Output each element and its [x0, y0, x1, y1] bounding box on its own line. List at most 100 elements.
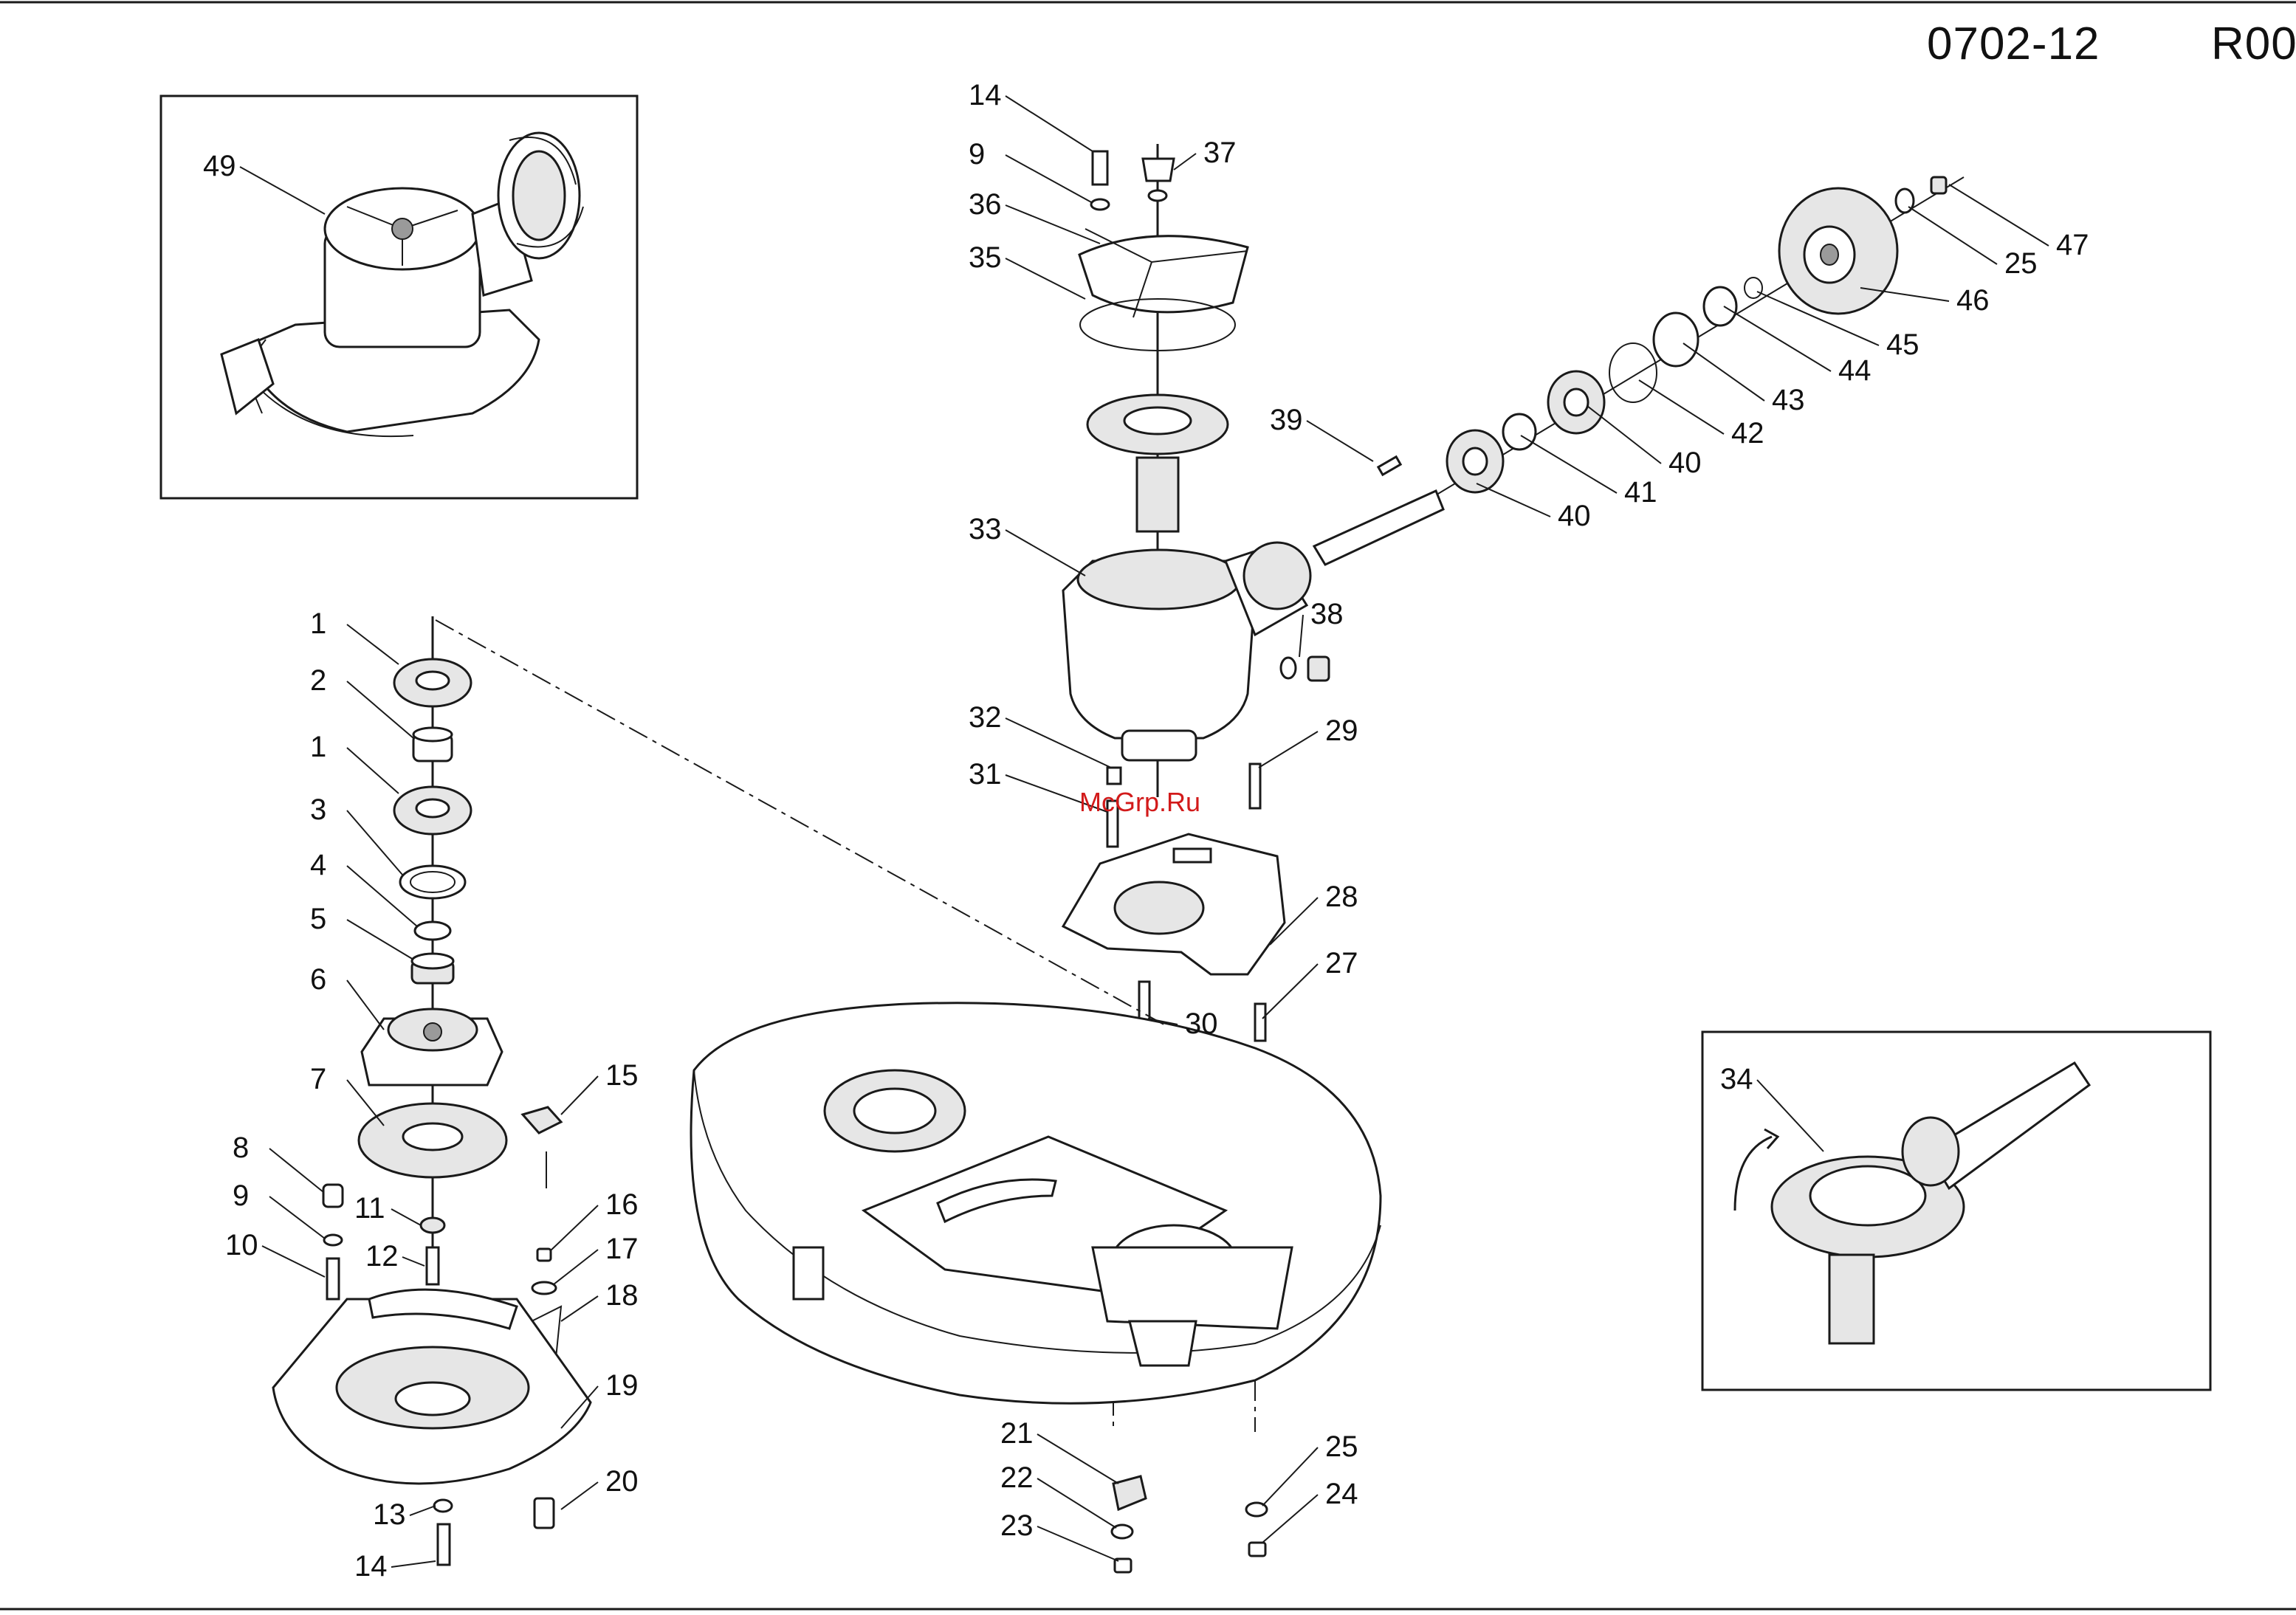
callout-label: 39 [1270, 404, 1303, 436]
callout-label: 14 [354, 1550, 388, 1583]
callout-leader-line [410, 1506, 436, 1515]
callout-leader-line [1006, 258, 1085, 299]
callout-label: 13 [373, 1498, 406, 1531]
callout-leader-line [1724, 306, 1831, 371]
callout-leader-line [1006, 155, 1093, 203]
callout-leader-line [1477, 483, 1550, 517]
callout-leader-line [1683, 343, 1764, 401]
callout-leader-line [1639, 380, 1724, 434]
callout-label: 21 [1000, 1417, 1034, 1450]
callout-label: 20 [605, 1465, 639, 1498]
callout-label: 44 [1838, 354, 1871, 387]
callout-label: 17 [605, 1233, 639, 1265]
callout-leader-line [347, 748, 399, 793]
document-code: 0702-12 [1927, 18, 2100, 70]
callout-label: 9 [969, 138, 985, 171]
callout-label: 24 [1325, 1478, 1358, 1510]
callout-label: 16 [605, 1188, 639, 1221]
callout-label: 22 [1000, 1461, 1034, 1494]
callout-label: 25 [1325, 1430, 1358, 1463]
callout-leader-line [1757, 1080, 1824, 1151]
callout-leader-line [1587, 406, 1661, 464]
callout-label: 1 [310, 607, 326, 640]
callout-label: 32 [969, 701, 1002, 734]
callout-leader-line [561, 1482, 598, 1509]
callout-label: 38 [1310, 598, 1344, 630]
callout-leader-line [1174, 154, 1196, 170]
callout-label: 40 [1668, 447, 1702, 479]
callout-leader-line [1037, 1434, 1118, 1484]
callout-leader-line [1037, 1478, 1116, 1528]
callout-label: 40 [1558, 500, 1591, 532]
callout-label: 41 [1624, 476, 1657, 509]
callout-label: 47 [2056, 229, 2089, 261]
callout-label: 7 [310, 1063, 326, 1095]
callout-label: 29 [1325, 714, 1358, 747]
callout-leader-line [391, 1561, 436, 1567]
callout-label: 28 [1325, 881, 1358, 913]
callout-label: 12 [365, 1240, 399, 1273]
callout-label: 8 [233, 1132, 249, 1164]
callout-label: 14 [969, 79, 1002, 111]
callout-leader-line [1262, 964, 1318, 1019]
callout-leader-line [1299, 615, 1303, 657]
callout-label: 34 [1720, 1063, 1753, 1095]
callout-label: 19 [605, 1369, 639, 1402]
callout-label: 30 [1185, 1008, 1218, 1040]
callout-leader-line [347, 624, 399, 664]
callout-leader-line [1908, 207, 1997, 264]
callout-leader-line [1259, 731, 1318, 768]
callout-label: 9 [233, 1180, 249, 1212]
callout-leader-line [391, 1209, 421, 1225]
callout-label: 45 [1886, 328, 1919, 361]
callout-leader-line [1307, 421, 1373, 461]
callout-leader-line [269, 1149, 323, 1192]
callout-leader-line [347, 1080, 384, 1126]
callout-leader-line [1006, 205, 1100, 244]
callout-leader-line [269, 1196, 325, 1239]
callout-label: 46 [1956, 284, 1990, 317]
mower-deck [691, 1003, 1381, 1404]
callout-label: 42 [1731, 417, 1764, 450]
callout-leader-line [347, 920, 413, 960]
callout-label: 2 [310, 664, 326, 697]
callout-leader-line [554, 1250, 598, 1284]
callout-label: 3 [310, 793, 326, 826]
callout-label: 10 [225, 1229, 258, 1261]
callout-leader-line [402, 1257, 425, 1266]
callout-leader-line [1521, 435, 1617, 493]
inset-bevel-gear-34 [1702, 1032, 2210, 1390]
callout-label: 18 [605, 1279, 639, 1312]
callout-label: 1 [310, 731, 326, 763]
callout-leader-line [1037, 1526, 1118, 1561]
callout-leader-line [1262, 1447, 1318, 1506]
callout-leader-line [240, 167, 325, 214]
callout-label: 25 [2004, 247, 2038, 280]
alignment-axis-line [436, 620, 1166, 1026]
callout-leader-line [561, 1076, 598, 1115]
callout-label: 36 [969, 188, 1002, 221]
revision-code: R00 [2211, 18, 2296, 70]
callout-leader-line [1006, 96, 1093, 151]
callout-leader-line [347, 980, 384, 1030]
callout-leader-line [561, 1296, 598, 1321]
callout-leader-line [347, 810, 402, 875]
callout-leader-line [1949, 185, 2049, 246]
callout-leader-line [1262, 1495, 1318, 1543]
callout-leader-line [550, 1205, 598, 1251]
callout-label: 5 [310, 903, 326, 935]
watermark-text: McGrp.Ru [1079, 787, 1200, 818]
callout-label: 33 [969, 513, 1002, 545]
callout-label: 15 [605, 1059, 639, 1092]
callout-leader-line [1006, 530, 1085, 576]
callout-leader-line [262, 1246, 325, 1277]
callout-label: 49 [203, 150, 236, 182]
callout-label: 4 [310, 849, 326, 881]
callout-label: 27 [1325, 947, 1358, 979]
callout-label: 11 [354, 1192, 385, 1225]
callout-label: 43 [1772, 384, 1805, 416]
callout-label: 35 [969, 241, 1002, 274]
callout-label: 37 [1203, 137, 1237, 169]
deck-hardware [1112, 1476, 1267, 1572]
